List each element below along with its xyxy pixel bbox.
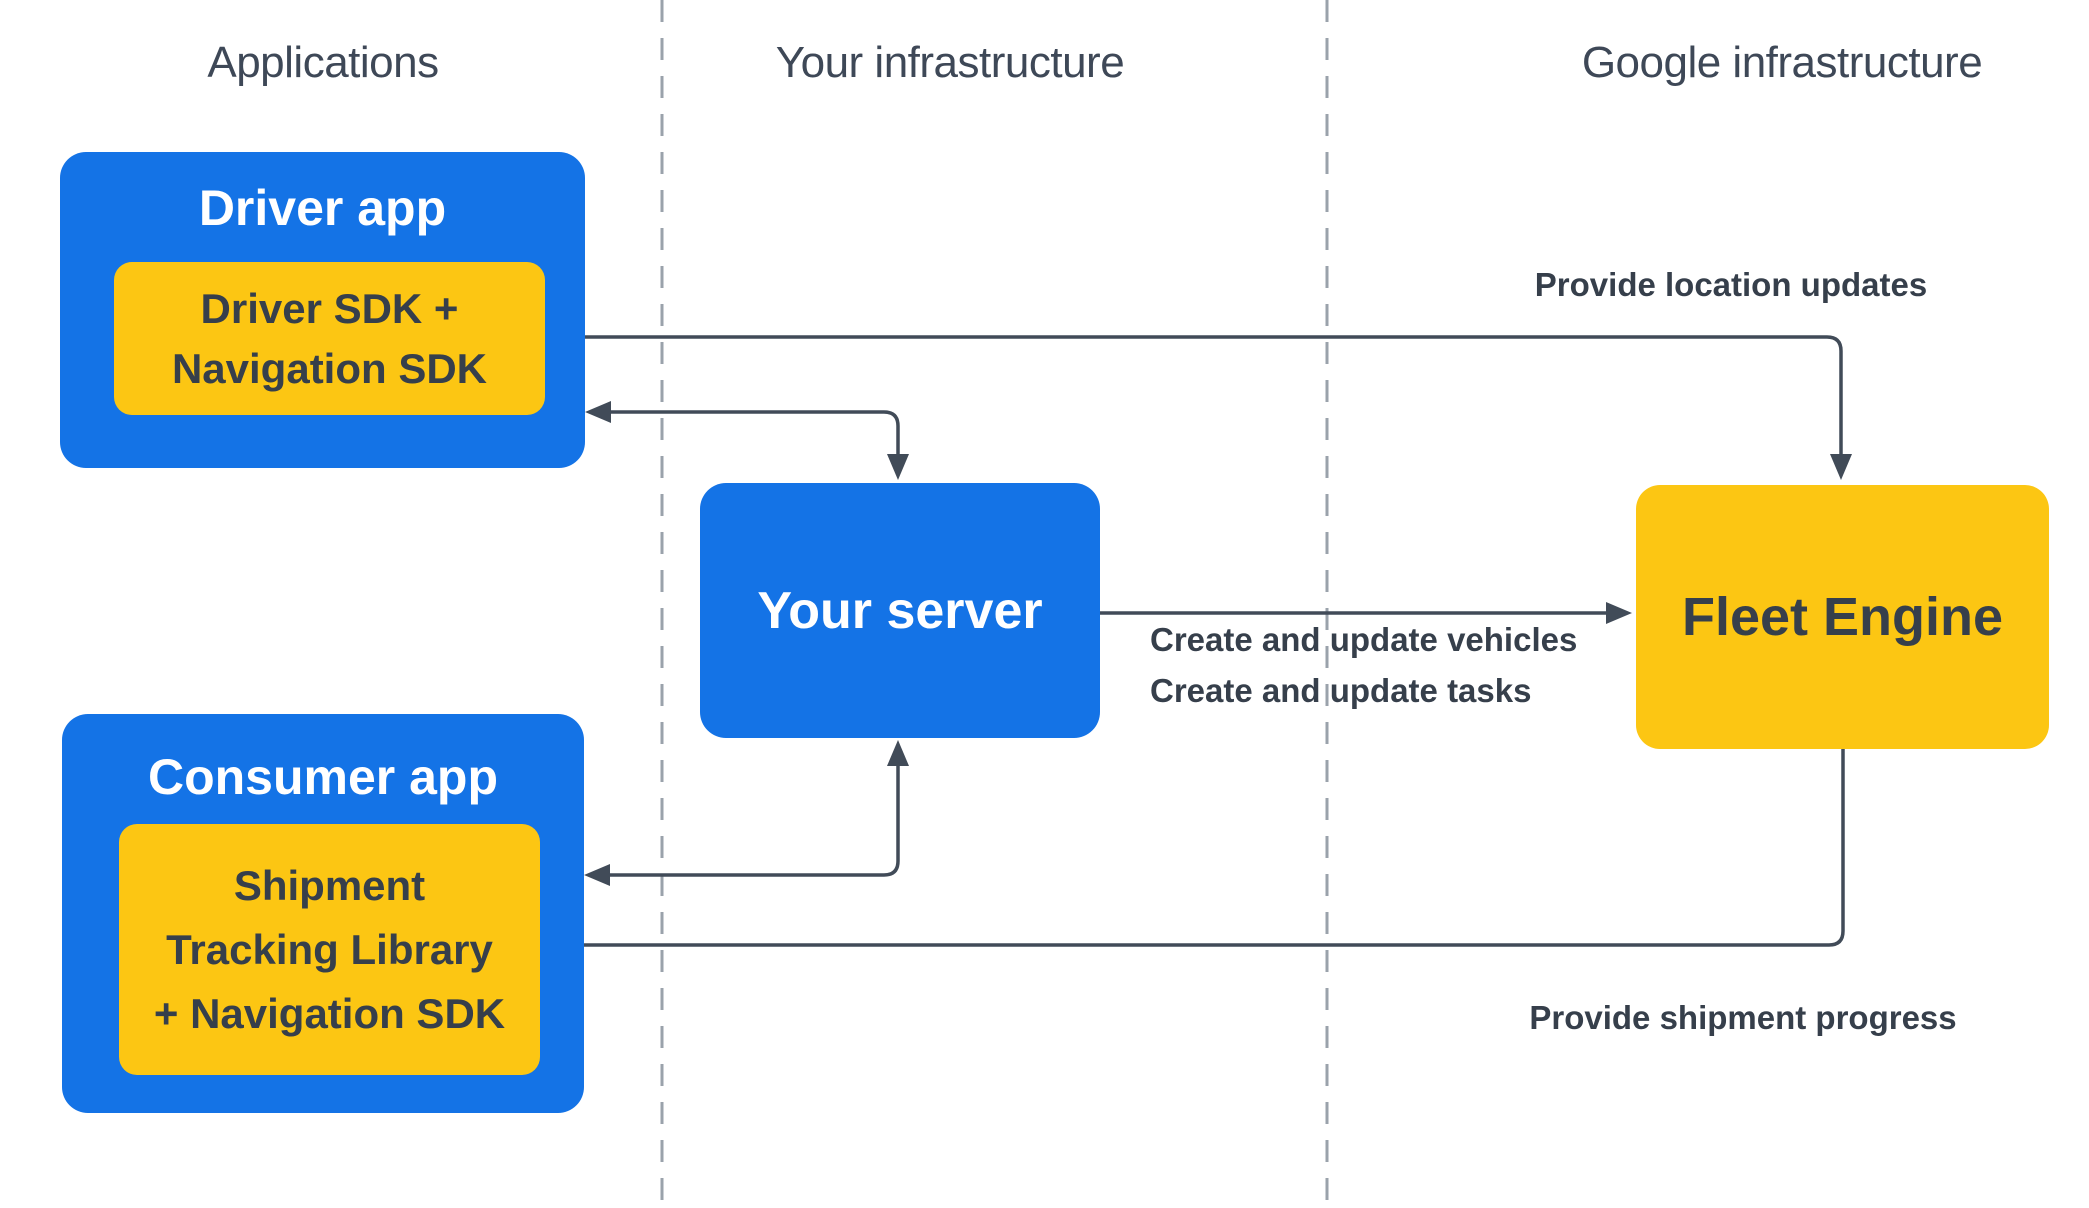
label-provide-shipment-progress: Provide shipment progress xyxy=(1529,999,1957,1036)
arrow-fleet-engine-to-consumer xyxy=(540,749,1845,956)
driver-sdk-line-1: Driver SDK + xyxy=(200,284,459,332)
fleet-engine-node: Fleet Engine xyxy=(1636,485,2049,749)
label-create-update-tasks: Create and update tasks xyxy=(1150,672,1532,709)
column-header-applications: Applications xyxy=(207,38,439,87)
consumer-app-title: Consumer app xyxy=(147,749,499,805)
column-header-google-infrastructure: Google infrastructure xyxy=(1581,38,1983,87)
consumer-sdk-line-1: Shipment xyxy=(233,861,426,909)
your-server-node: Your server xyxy=(700,483,1100,738)
consumer-sdk-line-2: Tracking Library xyxy=(166,925,493,973)
driver-app-title: Driver app xyxy=(198,180,447,236)
arrow-server-to-driver-app xyxy=(585,401,909,480)
arrow-location-updates xyxy=(546,326,1852,480)
label-create-update-vehicles: Create and update vehicles xyxy=(1150,621,1578,658)
consumer-sdk-line-3: + Navigation SDK xyxy=(153,989,506,1037)
consumer-app-node: Consumer app Shipment Tracking Library +… xyxy=(62,714,584,1113)
arrow-server-to-fleet-engine xyxy=(1100,602,1632,624)
fleet-engine-title: Fleet Engine xyxy=(1681,587,2004,647)
driver-sdk-node: Driver SDK + Navigation SDK xyxy=(114,262,545,415)
label-provide-location-updates: Provide location updates xyxy=(1534,266,1928,303)
driver-app-node: Driver app Driver SDK + Navigation SDK xyxy=(60,152,585,468)
driver-sdk-line-2: Navigation SDK xyxy=(171,344,488,392)
column-header-your-infrastructure: Your infrastructure xyxy=(775,38,1125,87)
your-server-title: Your server xyxy=(757,581,1043,640)
shipment-tracking-library-node: Shipment Tracking Library + Navigation S… xyxy=(119,824,540,1075)
arrow-server-to-consumer-app xyxy=(584,740,909,886)
